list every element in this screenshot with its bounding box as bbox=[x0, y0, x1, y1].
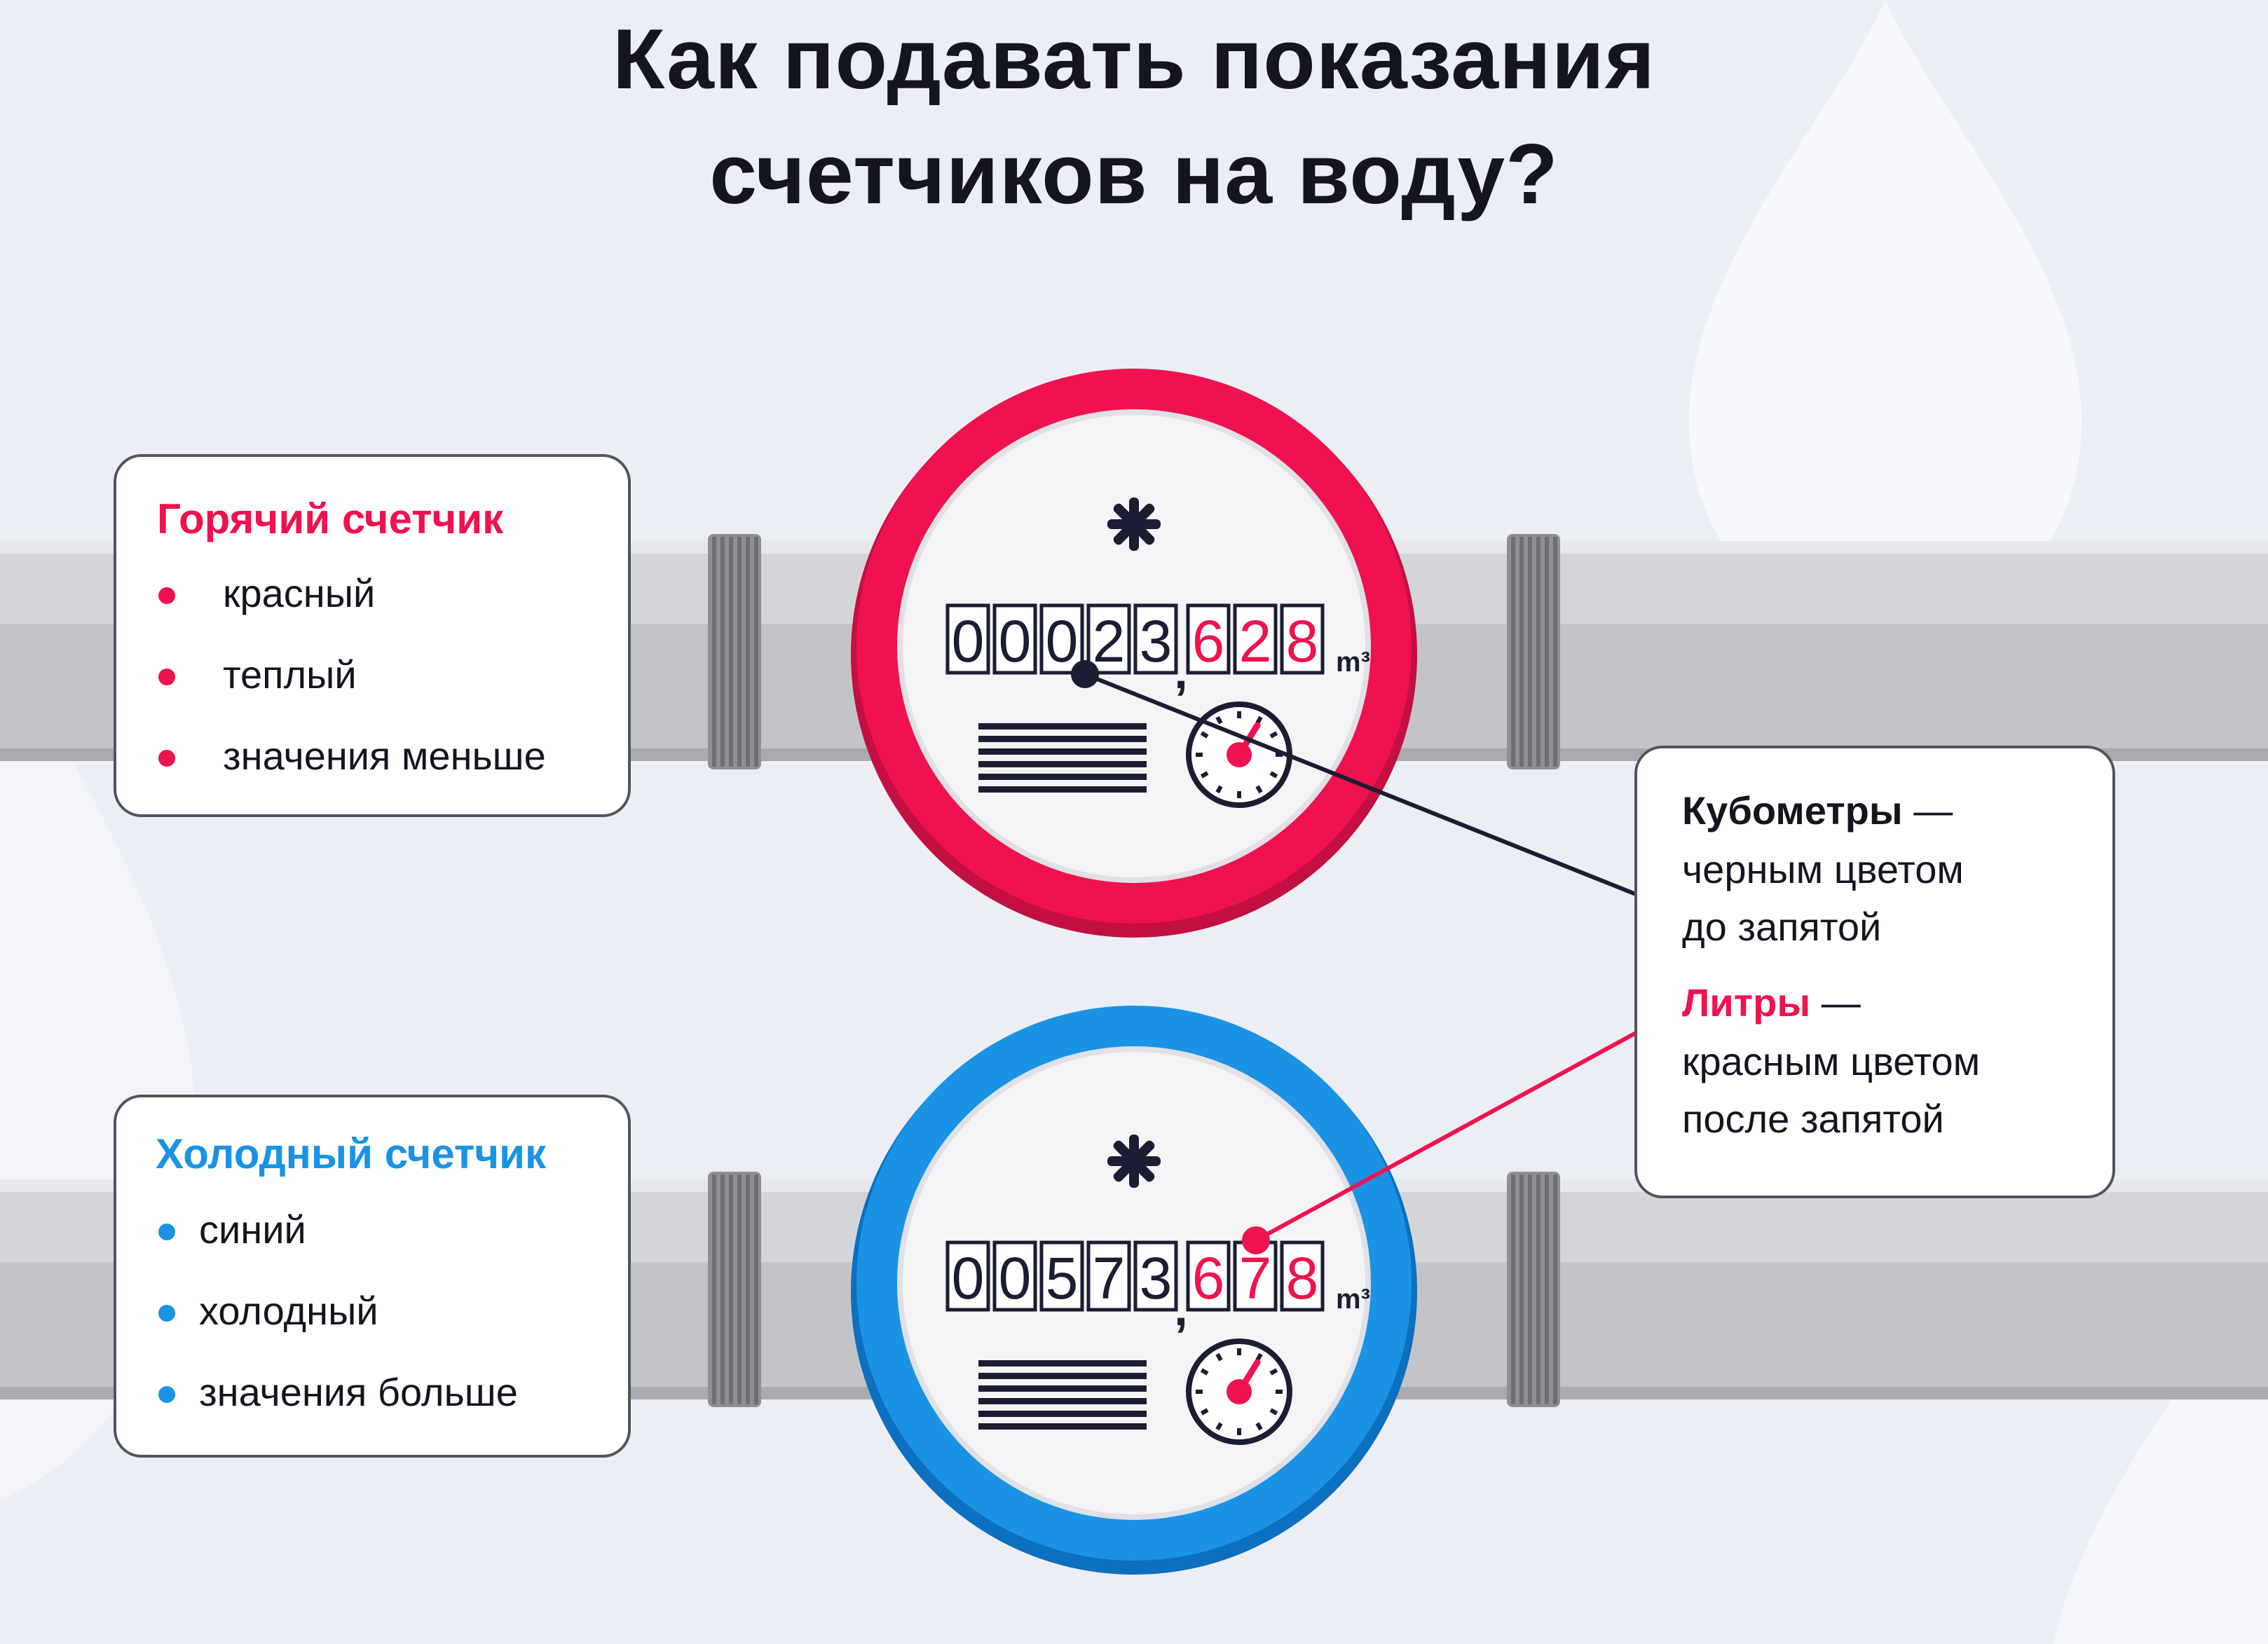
title-line-2: счетчиков на воду? bbox=[709, 126, 1559, 221]
liter-digit: 6 bbox=[1186, 1240, 1231, 1312]
cubic-meters-line-2: черным цветом bbox=[1682, 847, 1964, 891]
svg-text:3: 3 bbox=[1140, 1245, 1173, 1311]
svg-text:2: 2 bbox=[1093, 608, 1126, 674]
title-line-1: Как подавать показания bbox=[613, 11, 1655, 107]
pipe-coupling bbox=[1507, 534, 1560, 769]
cubic-meter-digit: 0 bbox=[992, 603, 1037, 675]
cubic-connector-dot bbox=[1071, 660, 1099, 688]
cubic-meter-digit: 0 bbox=[945, 1240, 990, 1312]
liters-connector-dot bbox=[1242, 1226, 1270, 1254]
svg-text:6: 6 bbox=[1192, 1245, 1225, 1311]
svg-text:0: 0 bbox=[952, 608, 985, 674]
decimal-comma: , bbox=[1174, 1281, 1187, 1336]
cubic-meter-digit: 3 bbox=[1133, 1240, 1178, 1312]
bullet-dot bbox=[158, 587, 175, 604]
unit-label: m³ bbox=[1336, 647, 1370, 678]
bullet-dot bbox=[158, 669, 175, 685]
pipe-coupling bbox=[708, 1172, 761, 1407]
list-item: синий bbox=[199, 1207, 306, 1252]
svg-text:3: 3 bbox=[1140, 608, 1173, 674]
page-title: Как подавать показания счетчиков на воду… bbox=[0, 0, 2268, 231]
liters-connector-line bbox=[1255, 1031, 1637, 1242]
svg-text:7: 7 bbox=[1093, 1245, 1126, 1311]
cubic-meter-digit: 5 bbox=[1039, 1240, 1084, 1312]
cubic-meter-digit: 0 bbox=[992, 1240, 1037, 1312]
liters-line-3: после запятой bbox=[1682, 1097, 1944, 1141]
liter-digit: 6 bbox=[1186, 603, 1231, 675]
cubic-meters-heading: Кубометры — bbox=[1682, 788, 1953, 833]
hot-card-title: Горячий счетчик bbox=[157, 495, 504, 542]
cubic-connector-line bbox=[1084, 672, 1637, 896]
gauge-dial-icon bbox=[1186, 701, 1292, 808]
unit-label: m³ bbox=[1336, 1284, 1370, 1315]
pipe-coupling bbox=[708, 534, 761, 769]
liter-digit: 2 bbox=[1233, 603, 1278, 675]
liters-line-2: красным цветом bbox=[1682, 1039, 1981, 1083]
pipe-couplings bbox=[708, 534, 1560, 1407]
cubic-meters-label: Кубометры bbox=[1682, 788, 1903, 833]
decimal-comma: , bbox=[1174, 644, 1187, 699]
bullet-dot bbox=[158, 1305, 175, 1322]
asterisk-icon bbox=[1107, 1135, 1161, 1188]
list-item: красный bbox=[223, 571, 376, 615]
cubic-meter-digit: 0 bbox=[945, 603, 990, 675]
gauge-dial-icon bbox=[1186, 1338, 1292, 1445]
asterisk-icon bbox=[1107, 498, 1161, 551]
cubic-meters-dash: — bbox=[1902, 788, 1953, 833]
cold-meter-card: Холодный счетчик синий холодный значения… bbox=[114, 1095, 631, 1458]
pipe-coupling bbox=[1507, 1172, 1560, 1407]
list-item: теплый bbox=[223, 652, 357, 697]
cubic-meter-digit: 0 bbox=[1039, 603, 1084, 675]
svg-text:8: 8 bbox=[1286, 1245, 1319, 1311]
meter-label-lines bbox=[978, 1360, 1147, 1430]
list-item: холодный bbox=[199, 1289, 378, 1333]
svg-text:0: 0 bbox=[952, 1245, 985, 1311]
cold-card-title: Холодный счетчик bbox=[156, 1130, 547, 1177]
cubic-meters-line-3: до запятой bbox=[1682, 905, 1882, 949]
bullet-dot bbox=[158, 1386, 175, 1403]
reading-explanation-card: Кубометры — черным цветом до запятой Лит… bbox=[1634, 746, 2115, 1198]
svg-text:0: 0 bbox=[999, 1245, 1032, 1311]
svg-text:5: 5 bbox=[1046, 1245, 1079, 1311]
water-drop-shape bbox=[1689, 0, 2082, 634]
bullet-dot bbox=[158, 1224, 175, 1240]
liters-heading: Литры — bbox=[1682, 980, 1861, 1025]
cubic-meter-digit: 7 bbox=[1086, 1240, 1131, 1312]
meter-label-lines bbox=[978, 723, 1147, 793]
svg-text:0: 0 bbox=[999, 608, 1032, 674]
list-item: значения меньше bbox=[223, 734, 546, 778]
svg-text:8: 8 bbox=[1286, 608, 1319, 674]
liters-dash: — bbox=[1810, 980, 1861, 1025]
liters-label: Литры bbox=[1682, 980, 1811, 1025]
list-item: значения больше bbox=[199, 1370, 518, 1414]
cubic-meter-digit: 3 bbox=[1133, 603, 1178, 675]
svg-text:0: 0 bbox=[1046, 608, 1079, 674]
hot-meter-card: Горячий счетчик красный теплый значения … bbox=[114, 454, 631, 817]
svg-text:6: 6 bbox=[1192, 608, 1225, 674]
bullet-dot bbox=[158, 750, 175, 767]
liter-digit: 8 bbox=[1280, 1240, 1325, 1312]
svg-text:7: 7 bbox=[1239, 1245, 1272, 1311]
liter-digit: 8 bbox=[1280, 603, 1325, 675]
svg-text:2: 2 bbox=[1239, 608, 1272, 674]
cubic-meter-digit: 2 bbox=[1086, 603, 1131, 675]
